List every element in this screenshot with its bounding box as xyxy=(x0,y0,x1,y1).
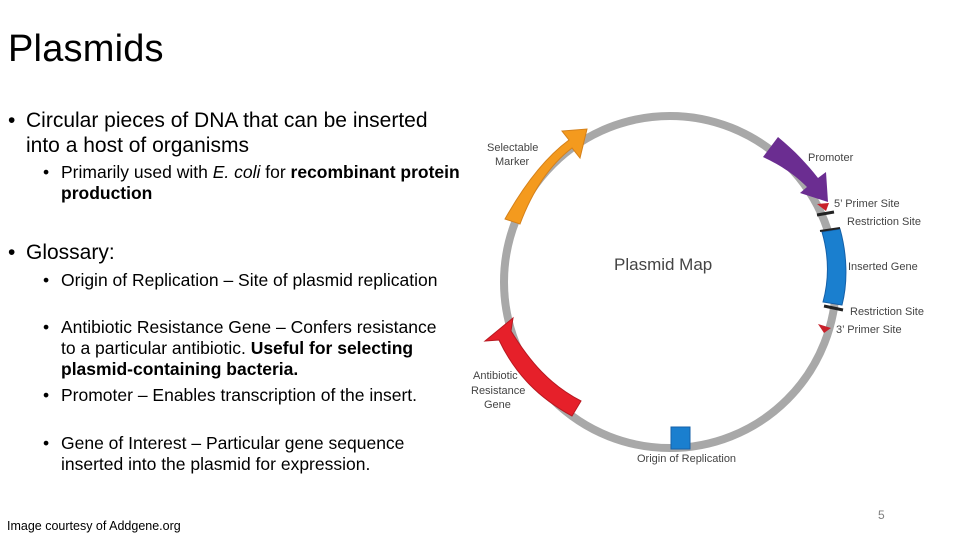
glossary-text: Promoter – Enables transcription of the … xyxy=(61,385,418,405)
image-credit: Image courtesy of Addgene.org xyxy=(7,519,181,533)
inserted-gene-boundary-top xyxy=(819,227,841,232)
slide-title: Plasmids xyxy=(8,28,164,70)
glossary-heading: Glossary: xyxy=(26,241,115,264)
subbullet-text-bold: recombinant protein production xyxy=(61,162,460,203)
label-primer5: 5’ Primer Site xyxy=(834,198,900,210)
subbullet-ecoli: • Primarily used with E. coli for recomb… xyxy=(43,162,460,203)
antibiotic-resistance-arrow xyxy=(483,316,582,417)
glossary-item-gene: • Gene of Interest – Particular gene seq… xyxy=(43,433,443,475)
restriction-site-mark-2 xyxy=(823,304,844,312)
subbullet-text-italic: E. coli xyxy=(212,162,261,182)
primer5-site-mark xyxy=(817,203,829,211)
selectable-marker-arrow xyxy=(504,128,588,225)
subbullet-text-mid: for xyxy=(260,162,291,182)
bullet-circular-dna: • Circular pieces of DNA that can be ins… xyxy=(8,108,448,158)
primer3-site-mark xyxy=(818,324,831,333)
label-inserted-gene: Inserted Gene xyxy=(848,261,918,273)
restriction-site-mark-1 xyxy=(816,210,835,217)
glossary-text-bold: Useful for selecting plasmid-containing … xyxy=(61,338,414,379)
glossary-item-antibiotic: • Antibiotic Resistance Gene – Confers r… xyxy=(43,317,437,379)
origin-of-replication-box xyxy=(670,426,691,450)
label-promoter: Promoter xyxy=(808,152,854,164)
label-restriction2: Restriction Site xyxy=(850,306,924,318)
glossary-text: Origin of Replication – Site of plasmid … xyxy=(61,270,438,290)
label-selectable-1: Selectable xyxy=(487,142,538,154)
label-selectable-2: Marker xyxy=(495,156,530,168)
page-number: 5 xyxy=(878,508,885,522)
subbullet-text-pre: Primarily used with xyxy=(61,162,213,182)
label-antibiotic-3: Gene xyxy=(484,399,511,411)
glossary-text: Gene of Interest – Particular gene seque… xyxy=(61,433,405,474)
bullet-text: Circular pieces of DNA that can be inser… xyxy=(26,109,428,157)
bullet-glossary: • Glossary: xyxy=(8,240,448,265)
label-restriction1: Restriction Site xyxy=(847,216,921,228)
label-primer3: 3’ Primer Site xyxy=(836,324,902,336)
label-antibiotic-2: Resistance xyxy=(471,385,525,397)
glossary-item-promoter: • Promoter – Enables transcription of th… xyxy=(43,385,443,406)
glossary-item-origin: • Origin of Replication – Site of plasmi… xyxy=(43,270,443,291)
promoter-arrow xyxy=(763,137,828,202)
label-antibiotic-1: Antibiotic xyxy=(473,370,518,382)
map-center-title: Plasmid Map xyxy=(614,255,712,274)
glossary-text: Antibiotic Resistance Gene – Confers res… xyxy=(61,317,437,358)
inserted-gene-segment xyxy=(821,228,847,306)
label-origin: Origin of Replication xyxy=(637,453,736,465)
